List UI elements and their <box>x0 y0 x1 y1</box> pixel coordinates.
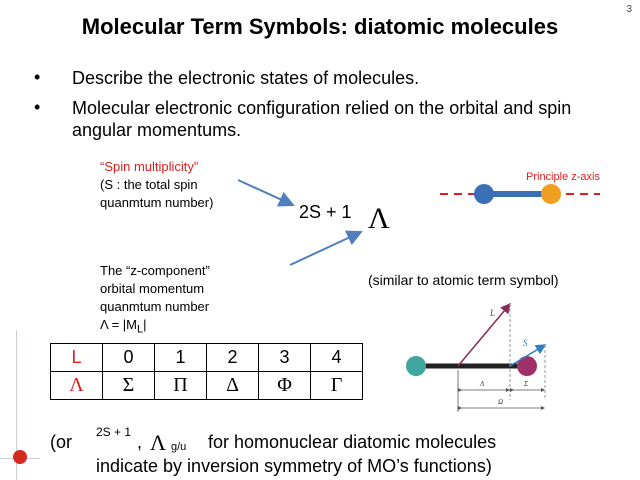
principle-axis-label: Principle z-axis <box>526 171 600 183</box>
slide-title: Molecular Term Symbols: diatomic molecul… <box>81 14 559 39</box>
z-component-line-1: The “z-component” <box>100 263 210 278</box>
vector-S-label: S <box>523 338 528 348</box>
spin-multiplicity-label: “Spin multiplicity” <box>100 159 199 174</box>
vector-L-label: L <box>489 308 495 318</box>
vector-L-arrow <box>457 302 511 367</box>
decor-vertical-line <box>16 330 17 480</box>
atom-magenta-icon <box>517 356 537 376</box>
table-cell: Φ <box>258 371 311 400</box>
table-cell: Λ <box>50 371 103 400</box>
abs-bar-end: | <box>143 317 147 332</box>
atom-orange-icon <box>541 184 561 204</box>
z-component-line-2: orbital momentum <box>100 281 205 296</box>
table-cell: L <box>50 343 103 372</box>
similar-note: (similar to atomic term symbol) <box>368 272 559 288</box>
bullet-2: Molecular electronic configuration relie… <box>72 98 572 140</box>
footer-rest: for homonuclear diatomic molecules <box>208 432 497 452</box>
table-cell: 0 <box>102 343 155 372</box>
table-cell: Σ <box>102 371 155 400</box>
table-cell: 4 <box>310 343 363 372</box>
table-cell: Γ <box>310 371 363 400</box>
page-number: 3 <box>626 4 632 15</box>
dim-sigma-label: Σ <box>523 380 529 388</box>
table-cell: 2 <box>206 343 259 372</box>
bullet-1: Describe the electronic states of molecu… <box>72 68 420 88</box>
vector-S-arrow <box>509 344 547 367</box>
footer-or: (or <box>50 432 72 452</box>
footer-lambda: Λ <box>150 430 166 455</box>
spin-arrow <box>237 179 295 207</box>
footer-sup: 2S + 1 <box>96 425 132 439</box>
footer-comma: , <box>137 432 143 452</box>
atom-blue-icon <box>474 184 494 204</box>
term-symbol-superscript: 2S + 1 <box>299 202 352 222</box>
table-cell: 1 <box>154 343 207 372</box>
table-cell: Π <box>154 371 207 400</box>
footer-line-2: indicate by inversion symmetry of MO’s f… <box>96 456 492 476</box>
ml-subscript: L <box>137 323 144 336</box>
z-component-line-4: Λ = |ML| <box>100 316 147 339</box>
logo-badge-icon <box>13 450 27 464</box>
z-component-line-3: quanmtum number <box>100 299 210 314</box>
table-cell: 3 <box>258 343 311 372</box>
bullet-marker-1: • <box>34 67 41 87</box>
footer-sub: g/u <box>171 441 187 453</box>
table-cell: Δ <box>206 371 259 400</box>
z-component-arrow <box>289 230 363 266</box>
atom-teal-icon <box>406 356 426 376</box>
term-table: L 0 1 2 3 4 Λ Σ Π Δ Φ Γ <box>50 343 363 400</box>
table-row: Λ Σ Π Δ Φ Γ <box>50 371 363 400</box>
lambda-equals-text: Λ = |M <box>100 317 137 332</box>
spin-desc-1: (S : the total spin <box>100 177 198 192</box>
term-symbol-lambda: Λ <box>368 202 390 235</box>
dim-omega-label: Ω <box>498 398 503 406</box>
table-row: L 0 1 2 3 4 <box>50 343 363 372</box>
spin-desc-2: quanmtum number) <box>100 195 214 210</box>
bullet-marker-2: • <box>34 97 41 117</box>
dim-lambda-label: Λ <box>479 380 485 388</box>
